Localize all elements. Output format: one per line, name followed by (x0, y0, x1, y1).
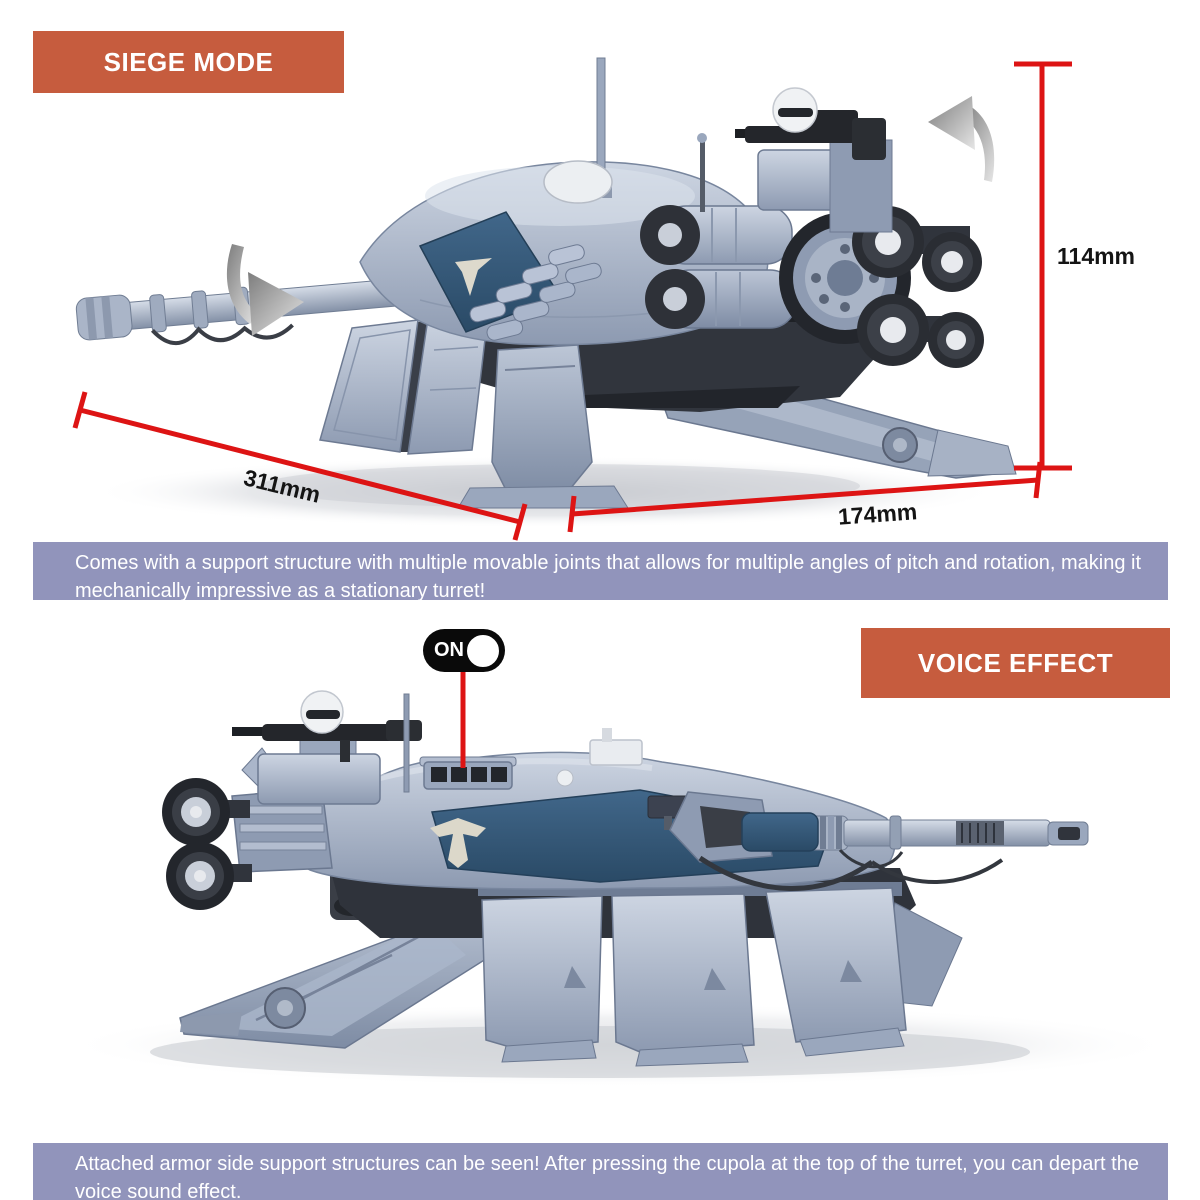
rotation-arrow-left-icon (226, 244, 304, 336)
smoke-launchers (469, 244, 602, 341)
voice-toggle-state-label: ON (434, 639, 464, 661)
siege-tank-render (75, 57, 1017, 528)
dimension-height-label: 114mm (1057, 243, 1136, 269)
voice-effect-badge: VOICE EFFECT (861, 628, 1170, 698)
rotation-arrow-right-icon (928, 96, 995, 182)
voice-toggle[interactable]: ON (423, 629, 505, 672)
voice-caption: Attached armor side support structures c… (33, 1143, 1168, 1200)
siege-caption: Comes with a support structure with mult… (33, 542, 1168, 602)
siege-mode-badge: SIEGE MODE (33, 31, 344, 93)
dimension-width-label: 174mm (837, 498, 919, 530)
voice-tank-render (60, 690, 1180, 1087)
dimension-lines (72, 61, 1072, 541)
toggle-knob-icon (465, 632, 501, 669)
